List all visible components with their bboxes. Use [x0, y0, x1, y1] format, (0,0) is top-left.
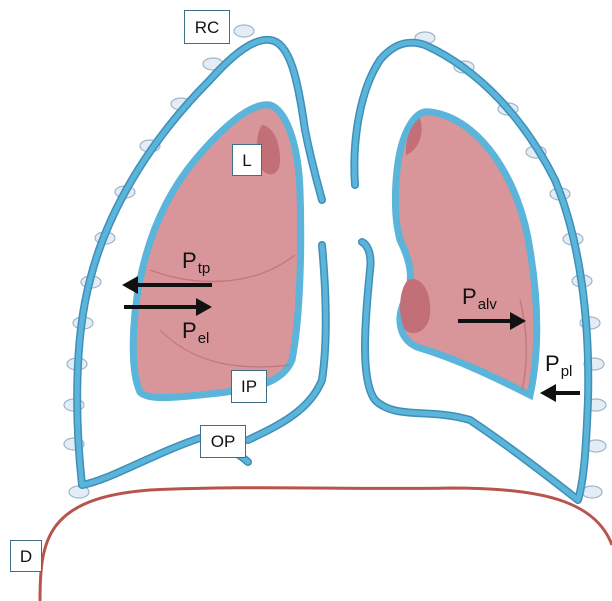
- p-pl-sub: pl: [561, 363, 573, 380]
- p-pl-main: P: [545, 351, 560, 376]
- diaphragm: [40, 488, 612, 601]
- diaphragm-label: D: [10, 540, 42, 572]
- inner-pleura-label: IP: [231, 370, 267, 403]
- rib-cage-label: RC: [184, 10, 230, 44]
- elastic-pressure-label: Pel: [182, 320, 209, 346]
- transpulmonary-pressure-label: Ptp: [182, 250, 210, 276]
- p-tp-sub: tp: [198, 260, 211, 277]
- p-el-sub: el: [198, 330, 210, 347]
- alveolar-pressure-label: Palv: [462, 286, 497, 312]
- p-tp-main: P: [182, 248, 197, 273]
- lung-label: L: [232, 144, 262, 176]
- outer-pleura-label: OP: [200, 425, 246, 458]
- p-alv-sub: alv: [478, 296, 497, 313]
- p-alv-main: P: [462, 284, 477, 309]
- pleural-pressure-label: Ppl: [545, 353, 572, 379]
- inner-pleura-right: [395, 112, 536, 395]
- p-el-main: P: [182, 318, 197, 343]
- arrow-left-icon: [540, 384, 580, 402]
